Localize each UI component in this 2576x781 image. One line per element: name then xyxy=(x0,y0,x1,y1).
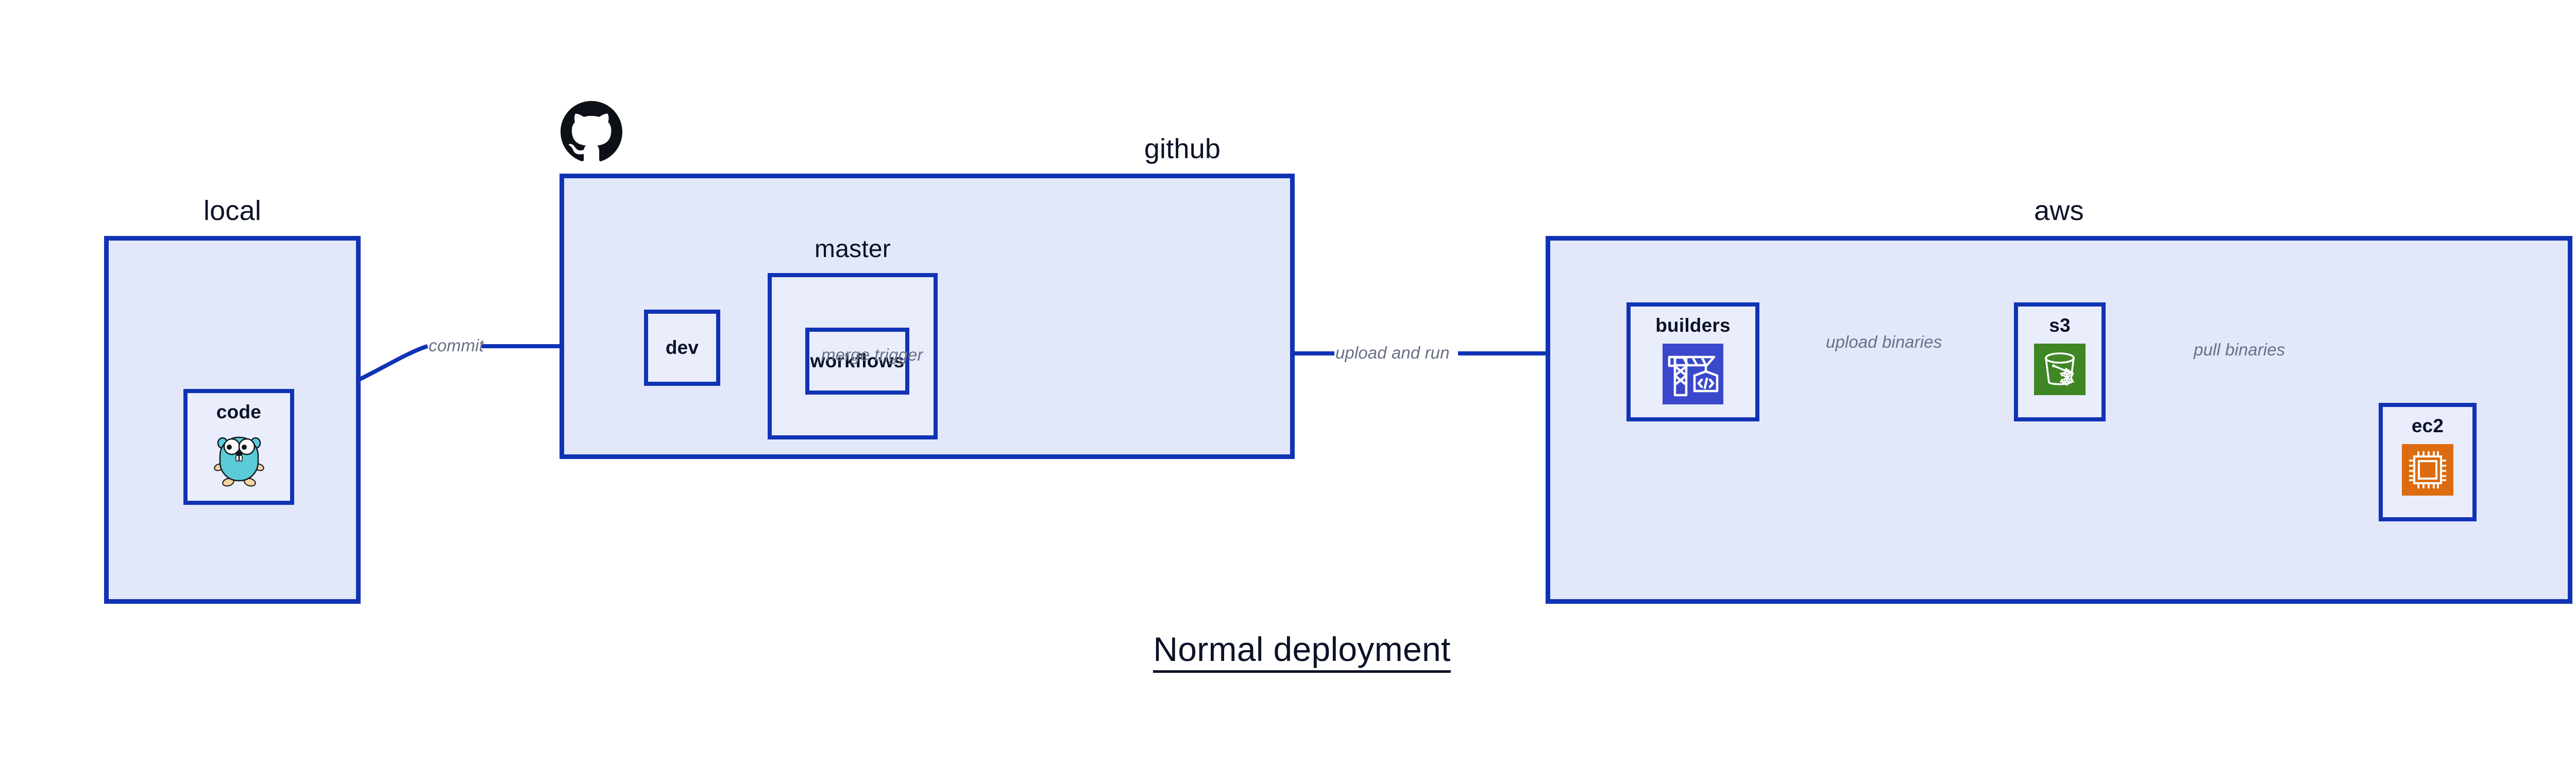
edge-label-pull-binaries: pull binaries xyxy=(2194,340,2285,359)
node-workflows[interactable]: workflows xyxy=(805,328,909,395)
node-s3[interactable]: s3 xyxy=(2014,302,2106,421)
node-s3-label: s3 xyxy=(2049,315,2071,336)
node-ec2-label: ec2 xyxy=(2411,415,2444,436)
group-label-local: local xyxy=(203,195,262,226)
group-github: dev master workflows xyxy=(560,174,1295,459)
node-dev[interactable]: dev xyxy=(644,310,720,386)
aws-codebuild-icon xyxy=(1663,344,1723,407)
edge-label-upload-binaries: upload binaries xyxy=(1826,332,1942,351)
aws-s3-glacier-icon xyxy=(2034,344,2086,398)
node-ec2[interactable]: ec2 xyxy=(2379,403,2477,521)
edge-label-merge-trigger: merge trigger xyxy=(821,345,923,364)
node-builders-label: builders xyxy=(1655,315,1731,336)
group-label-master: master xyxy=(815,235,891,263)
node-dev-label: dev xyxy=(665,337,699,358)
edge-label-commit: commit xyxy=(429,336,484,355)
group-label-aws: aws xyxy=(2034,195,2084,226)
node-builders[interactable]: builders xyxy=(1626,302,1759,421)
page-title-text: Normal deployment xyxy=(1153,630,1451,673)
node-code[interactable]: code xyxy=(183,389,294,505)
aws-ec2-icon xyxy=(2402,444,2453,498)
group-aws: builders xyxy=(1546,236,2572,604)
node-code-label: code xyxy=(216,401,262,422)
group-local: code xyxy=(104,236,361,604)
edge-label-upload-and-run: upload and run xyxy=(1335,343,1450,362)
github-octocat-logo xyxy=(561,101,622,163)
go-gopher-icon xyxy=(213,430,265,489)
node-workflows-label: workflows xyxy=(810,350,905,371)
group-master: workflows xyxy=(768,273,938,439)
page-title: Normal deployment xyxy=(0,630,2576,673)
group-label-github: github xyxy=(1144,133,1221,164)
